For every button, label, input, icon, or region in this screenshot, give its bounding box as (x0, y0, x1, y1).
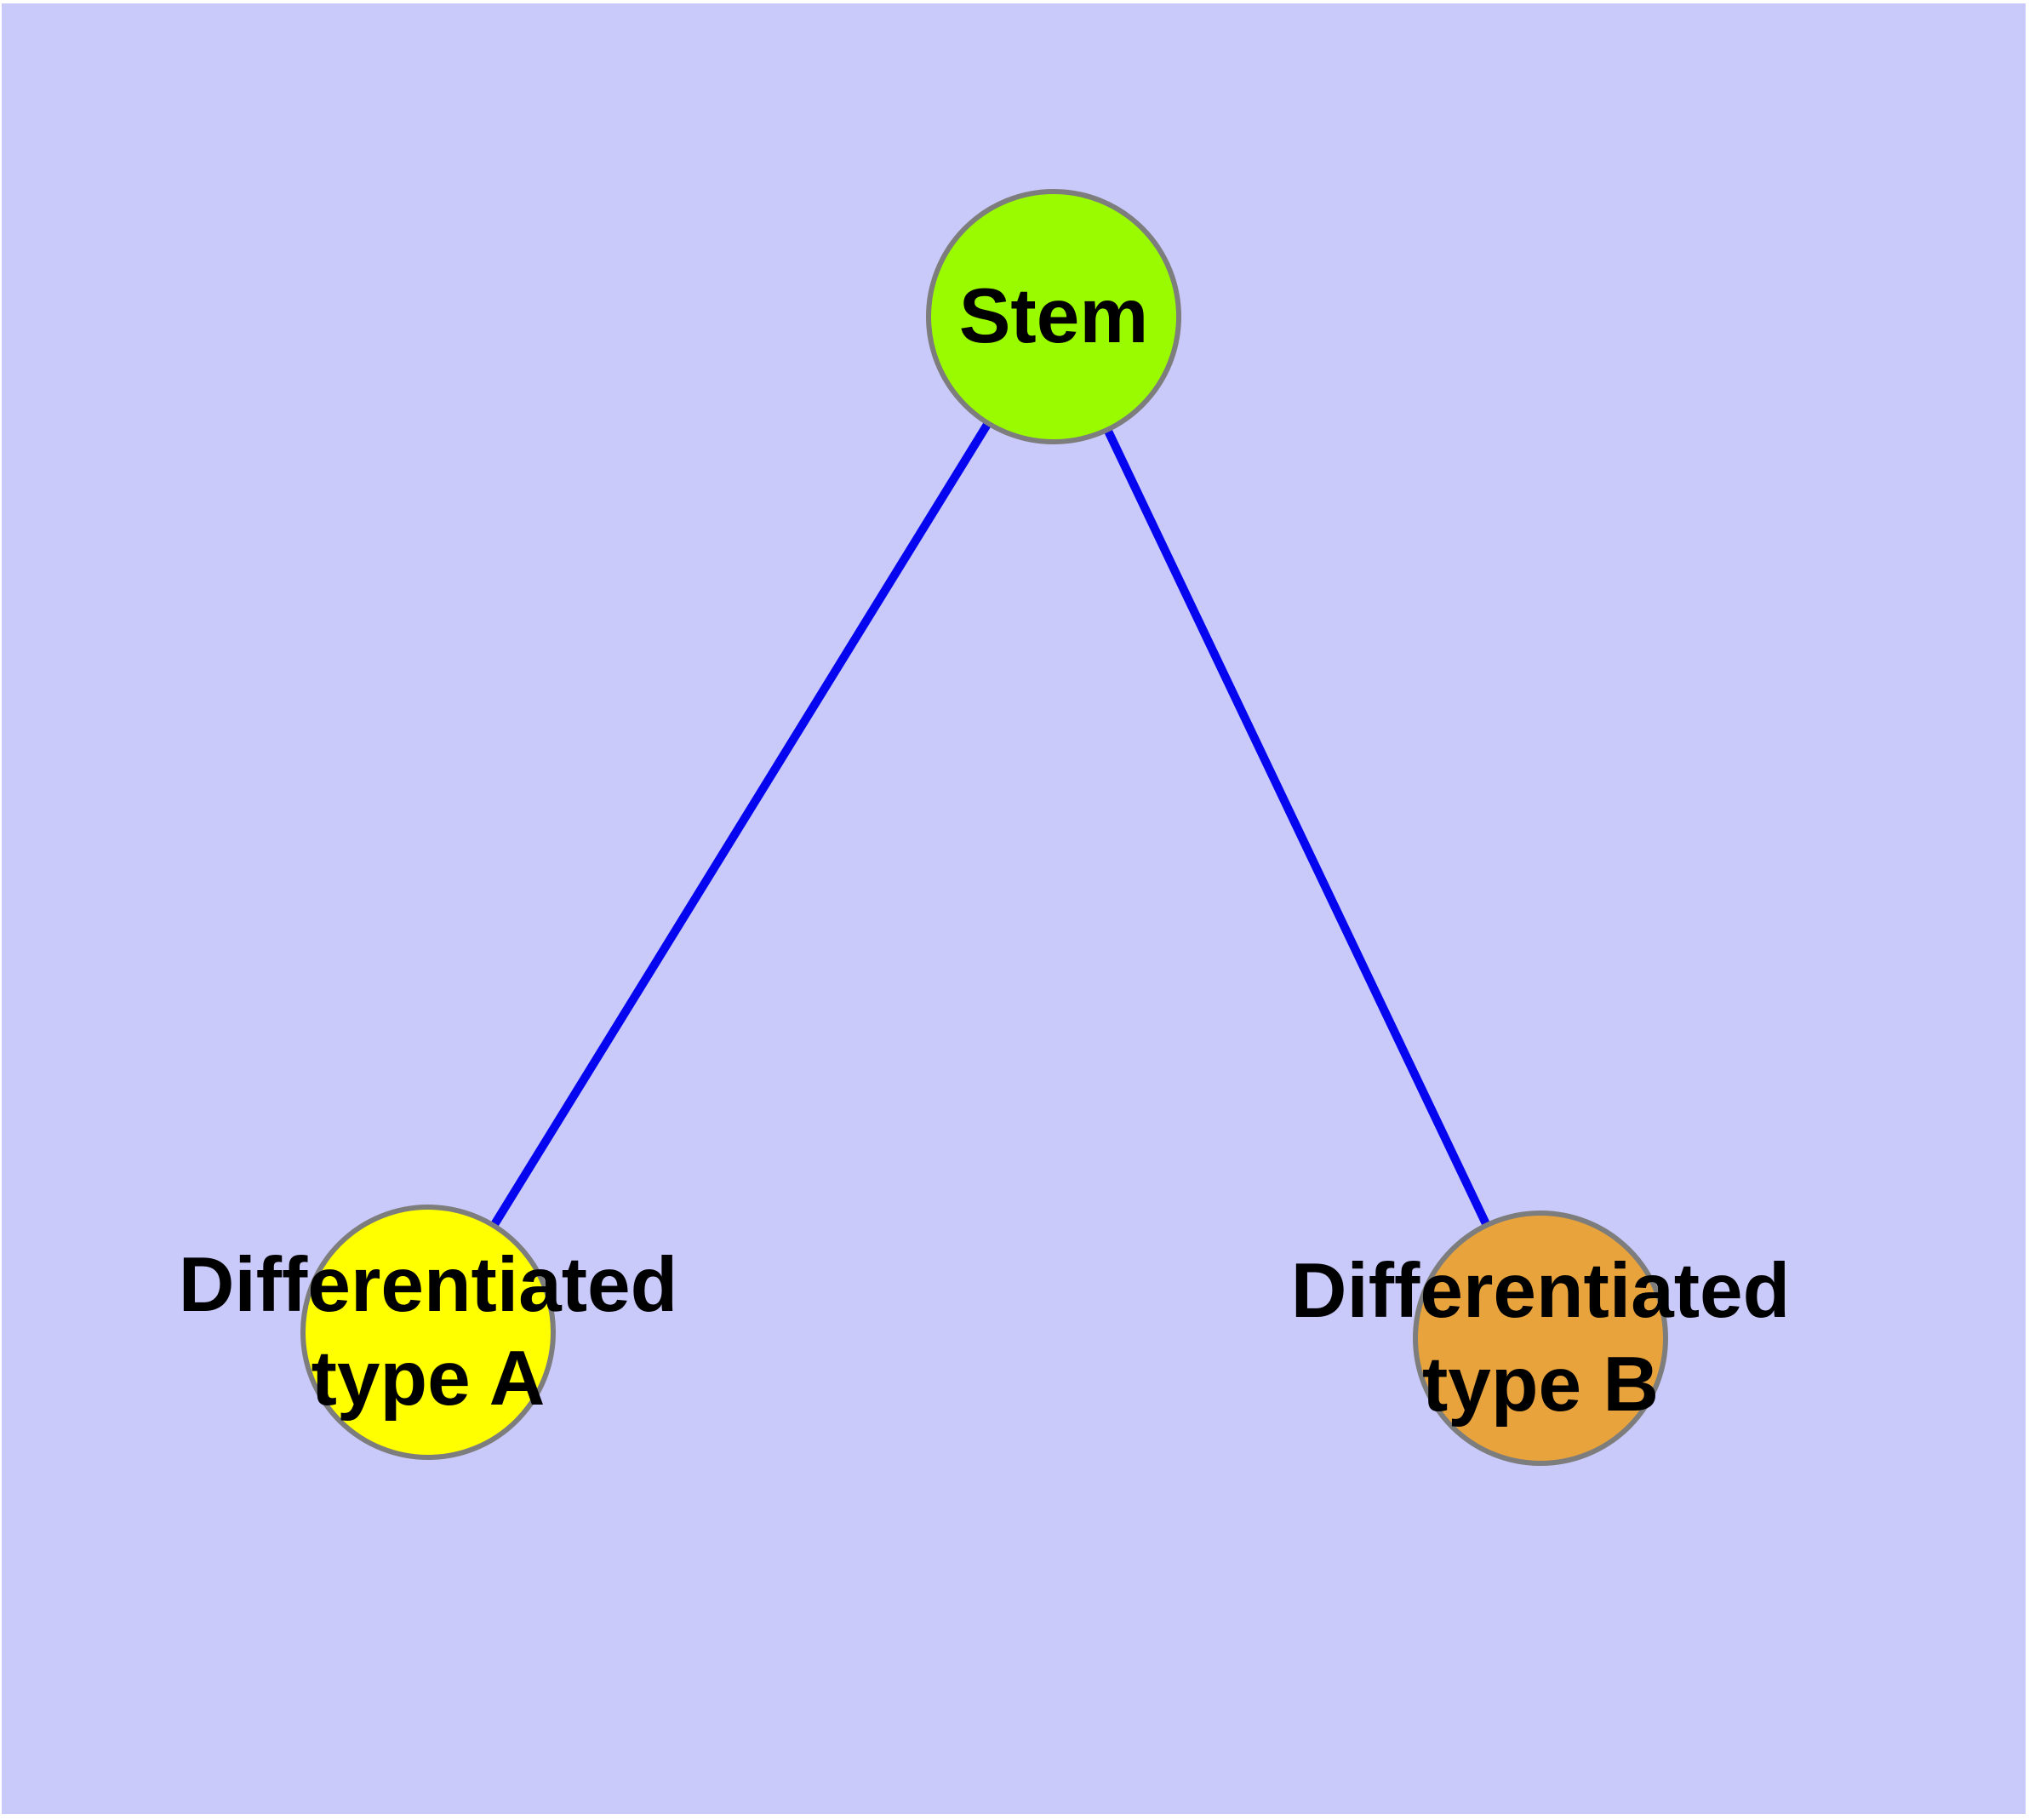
edge-stem-to-type-b (1049, 314, 1545, 1341)
node-differentiated-type-a-label: Differentiated type A (178, 1242, 678, 1422)
edge-stem-to-type-a (424, 314, 1058, 1335)
node-differentiated-type-b-label: Differentiated type B (1290, 1248, 1791, 1428)
node-stem: Stem (926, 189, 1181, 444)
node-stem-label: Stem (958, 273, 1149, 359)
node-differentiated-type-b: Differentiated type B (1291, 1210, 1790, 1466)
node-differentiated-type-a: Differentiated type A (179, 1205, 677, 1460)
